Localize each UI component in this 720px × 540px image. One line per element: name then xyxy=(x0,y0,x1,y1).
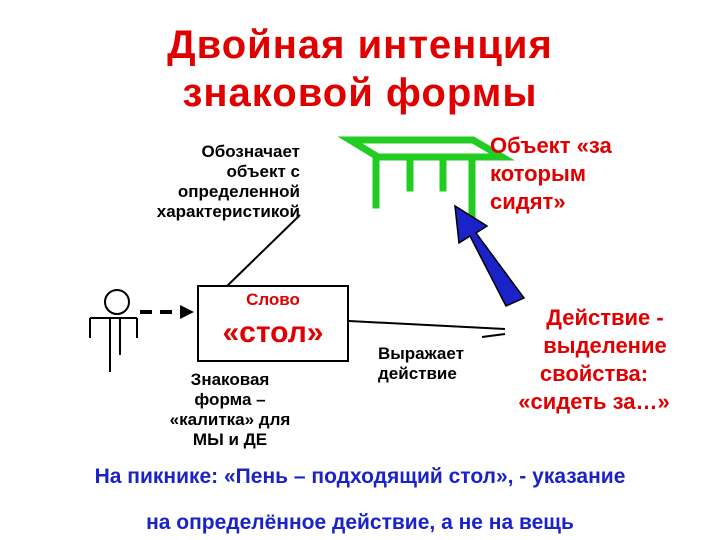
action-line: свойства: xyxy=(539,361,649,386)
blue-arrow xyxy=(454,204,526,307)
expresses-line-2 xyxy=(481,333,506,338)
designates-line: характеристикой xyxy=(156,202,300,221)
object-text: Объект «за которым сидят» xyxy=(490,132,690,216)
word-box xyxy=(197,285,349,362)
object-line: сидят» xyxy=(490,189,566,214)
designates-pointer-line xyxy=(224,214,301,289)
sign-form-line: МЫ и ДЕ xyxy=(192,430,268,449)
action-line: Действие - xyxy=(546,305,664,330)
expresses-line: действие xyxy=(378,364,457,383)
person-icon xyxy=(89,289,138,372)
designates-line: определенной xyxy=(177,182,300,201)
sign-form-text: Знаковая форма – «калитка» для МЫ и ДЕ xyxy=(150,370,310,450)
title-line-1: Двойная интенция xyxy=(167,23,553,67)
action-text: Действие - выделение свойства: «сидеть з… xyxy=(478,304,710,416)
designates-text: Обозначает объект с определенной характе… xyxy=(90,142,300,222)
expresses-text: Выражает действие xyxy=(378,344,508,384)
expresses-line: Выражает xyxy=(378,344,464,363)
expresses-line-1 xyxy=(348,320,506,330)
object-line: которым xyxy=(490,161,587,186)
sign-form-line: форма – xyxy=(194,390,266,409)
object-line: Объект «за xyxy=(490,133,612,158)
sign-form-line: Знаковая xyxy=(190,370,270,389)
dashed-arrow-head xyxy=(180,305,194,319)
table-icon xyxy=(337,136,515,226)
picnic-line-2: на определённое действие, а не на вещь xyxy=(146,511,574,534)
word-text: «стол» xyxy=(222,316,324,349)
picnic-line-1: На пикнике: «Пень – подходящий стол», - … xyxy=(94,465,626,488)
designates-line: Обозначает xyxy=(201,142,300,161)
word-label: Слово xyxy=(246,290,300,309)
designates-line: объект с xyxy=(226,162,300,181)
action-line: выделение xyxy=(543,333,667,358)
title-line-2: знаковой формы xyxy=(182,71,538,115)
action-line: «сидеть за…» xyxy=(518,389,670,414)
sign-form-line: «калитка» для xyxy=(169,410,291,429)
